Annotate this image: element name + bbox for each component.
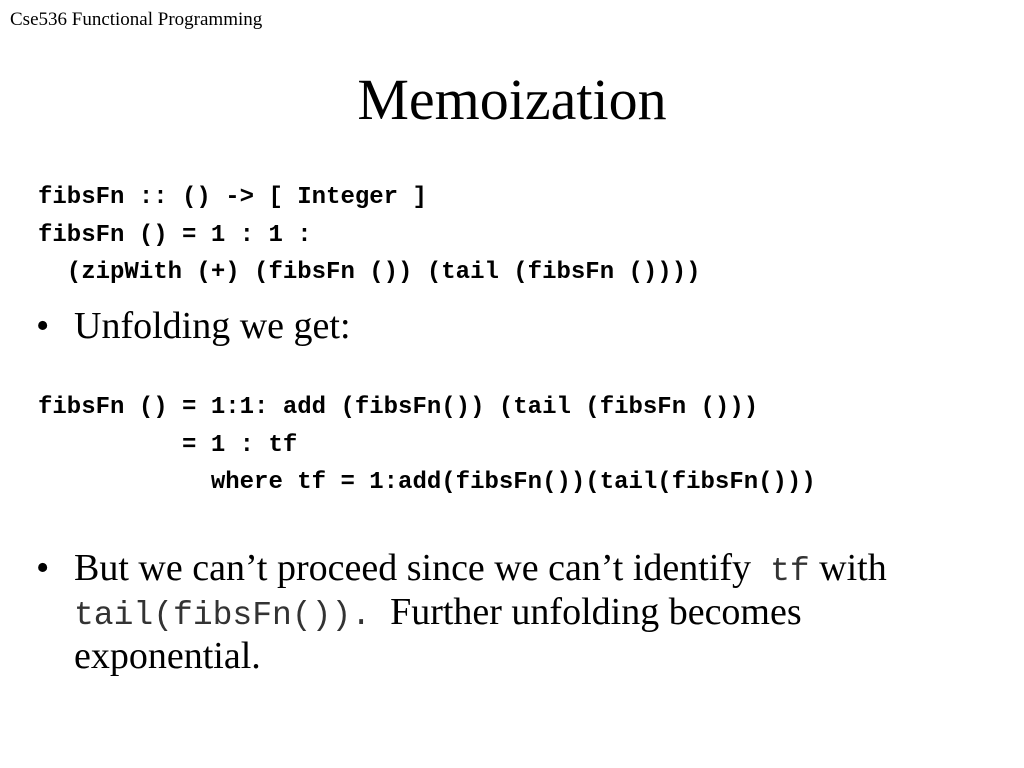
code-line: (zipWith (+) (fibsFn ()) (tail (fibsFn (… — [38, 259, 701, 286]
code-line: fibsFn () = 1 : 1 : — [38, 222, 312, 249]
bullet-mark: • — [36, 305, 50, 347]
code-line: where tf = 1:add(fibsFn())(tail(fibsFn()… — [38, 469, 816, 496]
bullet-text: exponential. — [74, 635, 261, 677]
slide-title: Memoization — [357, 67, 667, 132]
bullet-line-1: But we can’t proceed since we can’t iden… — [74, 546, 887, 594]
bullet-line-2: tail(fibsFn()). Further unfolding become… — [74, 590, 802, 638]
course-header: Cse536 Functional Programming — [10, 9, 263, 30]
code-line: fibsFn () = 1:1: add (fibsFn()) (tail (f… — [38, 394, 759, 421]
bullet-text: with — [819, 547, 887, 589]
bullet-text: But we can’t proceed since we can’t iden… — [74, 547, 752, 589]
inline-code-tf: tf — [770, 553, 810, 590]
bullet-text: Unfolding we get: — [74, 305, 351, 347]
bullet-text: Further unfolding becomes — [390, 591, 802, 633]
code-line: fibsFn :: () -> [ Integer ] — [38, 184, 427, 211]
bullet-mark: • — [36, 547, 50, 589]
bullet-line-3: exponential. — [74, 634, 261, 678]
inline-code-tail: tail(fibsFn()). — [74, 597, 372, 634]
code-line: = 1 : tf — [38, 432, 298, 459]
